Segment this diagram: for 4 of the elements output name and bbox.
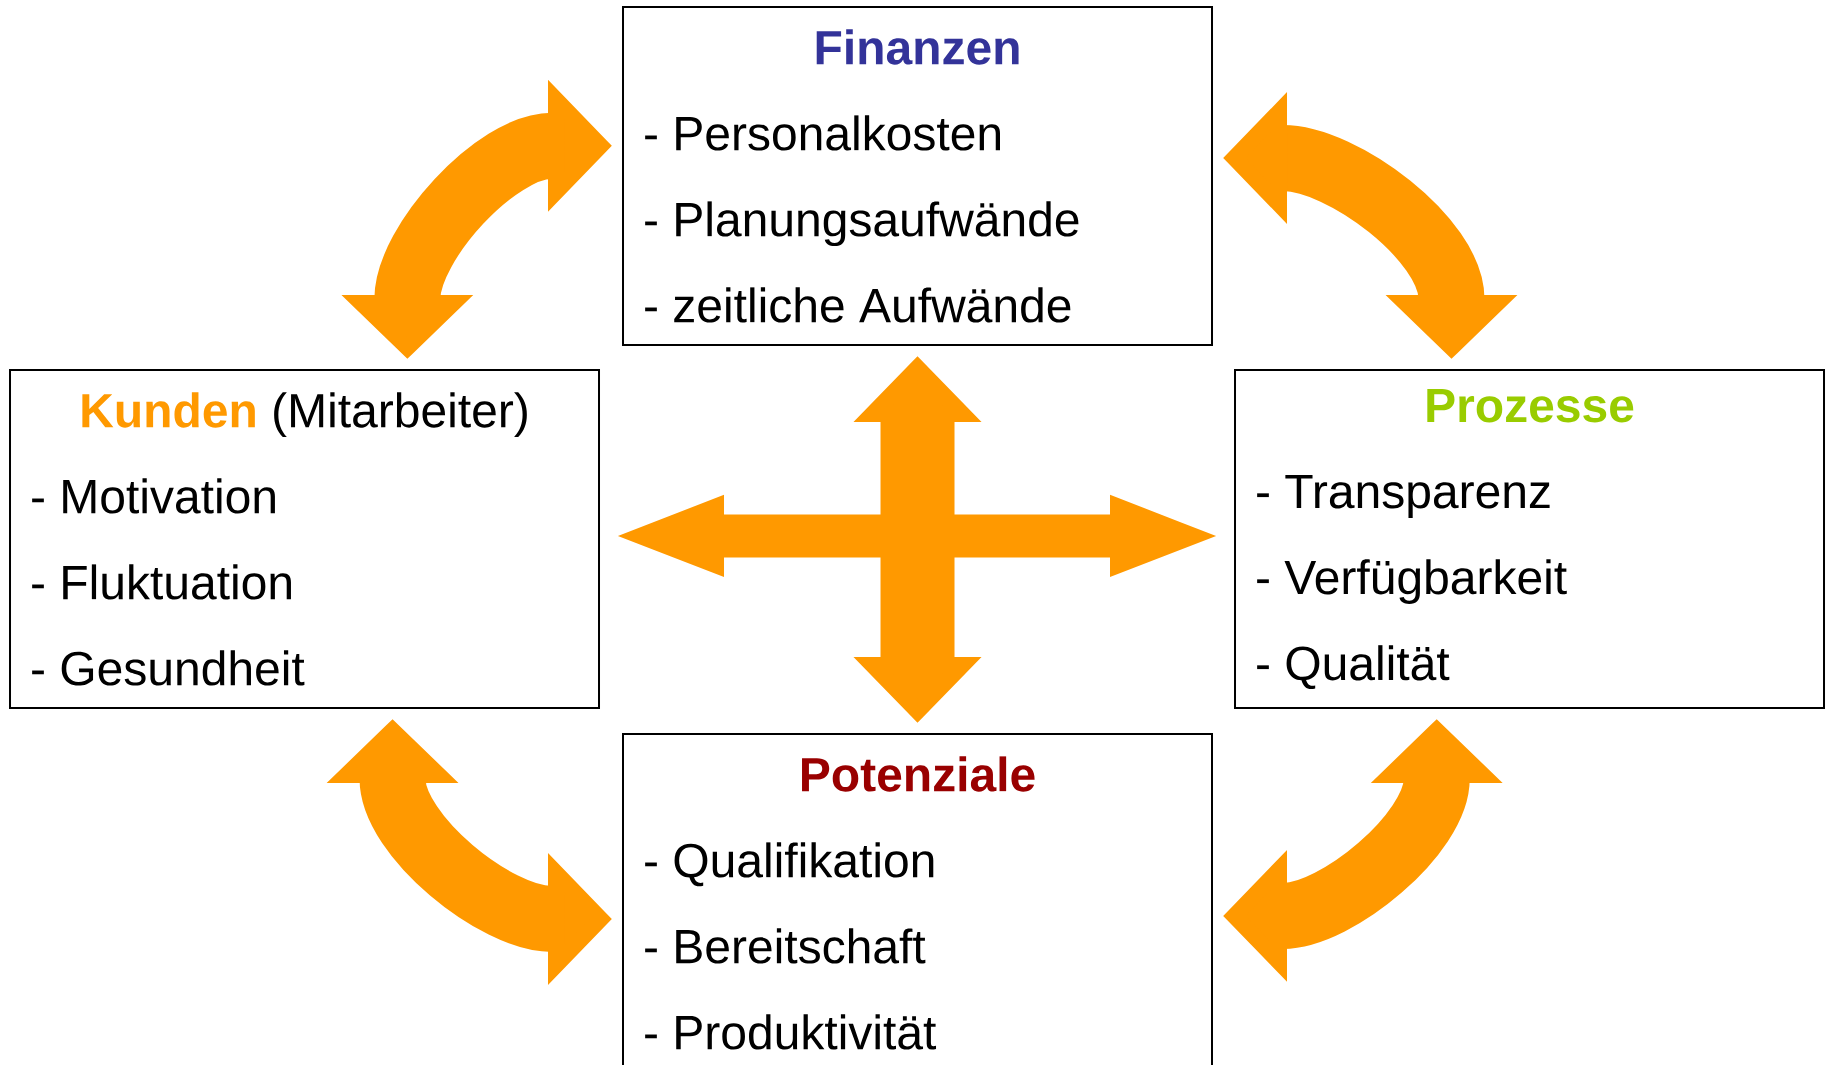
- text-box: Finanzen - Personalkosten - Planungsaufwände - zeitliche Aufwände: [622, 6, 1213, 346]
- text-box: Potenziale - Qualifikation - Bereitschaft - Produktivität: [622, 733, 1213, 1065]
- text-box: Kunden (Mitarbeiter) - Motivation - Fluktuation - Gesundheit: [9, 369, 600, 709]
- text-box: Prozesse - Transparenz - Verfügbarkeit - Qualität: [1234, 369, 1825, 709]
